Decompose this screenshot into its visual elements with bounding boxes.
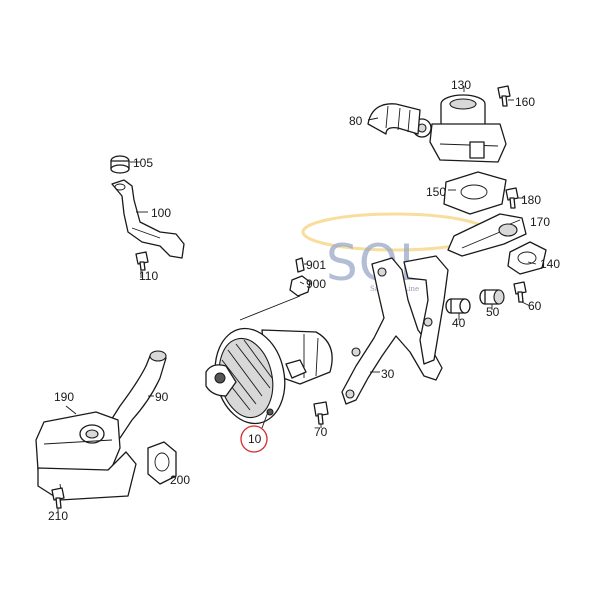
part-105-cap (110, 155, 130, 174)
callout-180: 180 (521, 193, 541, 207)
callout-labels: 105 100 110 130 160 80 150 180 170 140 4… (48, 78, 560, 523)
callout-200: 200 (170, 473, 190, 487)
leader-lines (57, 86, 537, 512)
part-10-air-pump (205, 327, 333, 425)
part-100-bracket (111, 179, 185, 259)
part-110-bolt (135, 251, 149, 271)
callout-30: 30 (381, 367, 395, 381)
callout-160: 160 (515, 95, 535, 109)
callout-110: 110 (139, 269, 158, 283)
part-50-sleeve (479, 289, 505, 305)
callout-900: 900 (306, 277, 326, 291)
part-30-bracket (341, 255, 449, 405)
part-10-highlight-ring (240, 425, 268, 453)
part-160-bolt (497, 85, 511, 107)
callout-80: 80 (349, 114, 363, 128)
callout-190: 190 (54, 390, 74, 404)
callout-130: 130 (451, 78, 471, 92)
part-210-bolt (51, 487, 65, 509)
callout-70: 70 (314, 425, 328, 439)
part-170-flange (447, 213, 527, 257)
callout-10: 10 (248, 432, 262, 446)
callout-50: 50 (486, 305, 500, 319)
callout-40: 40 (452, 316, 466, 330)
part-60-bolt (513, 281, 527, 303)
callout-90: 90 (155, 390, 169, 404)
callout-170: 170 (530, 215, 550, 229)
callout-150: 150 (426, 185, 446, 199)
part-130-valve (412, 94, 507, 163)
callout-100: 100 (151, 206, 171, 220)
part-200-gasket (147, 441, 177, 485)
part-901-bolt (295, 257, 305, 273)
part-900-nut (289, 275, 311, 297)
callout-105: 105 (133, 156, 153, 170)
callout-210: 210 (48, 509, 68, 523)
part-180-bolt (505, 187, 519, 209)
callout-901: 901 (306, 258, 326, 272)
part-80-hose (367, 103, 421, 135)
part-150-gasket (443, 171, 507, 215)
part-140-gasket (507, 241, 547, 275)
part-40-spacer (445, 298, 471, 314)
part-90-hose (105, 350, 167, 439)
callout-140: 140 (540, 257, 560, 271)
part-70-bolt (313, 401, 329, 425)
callout-60: 60 (528, 299, 542, 313)
